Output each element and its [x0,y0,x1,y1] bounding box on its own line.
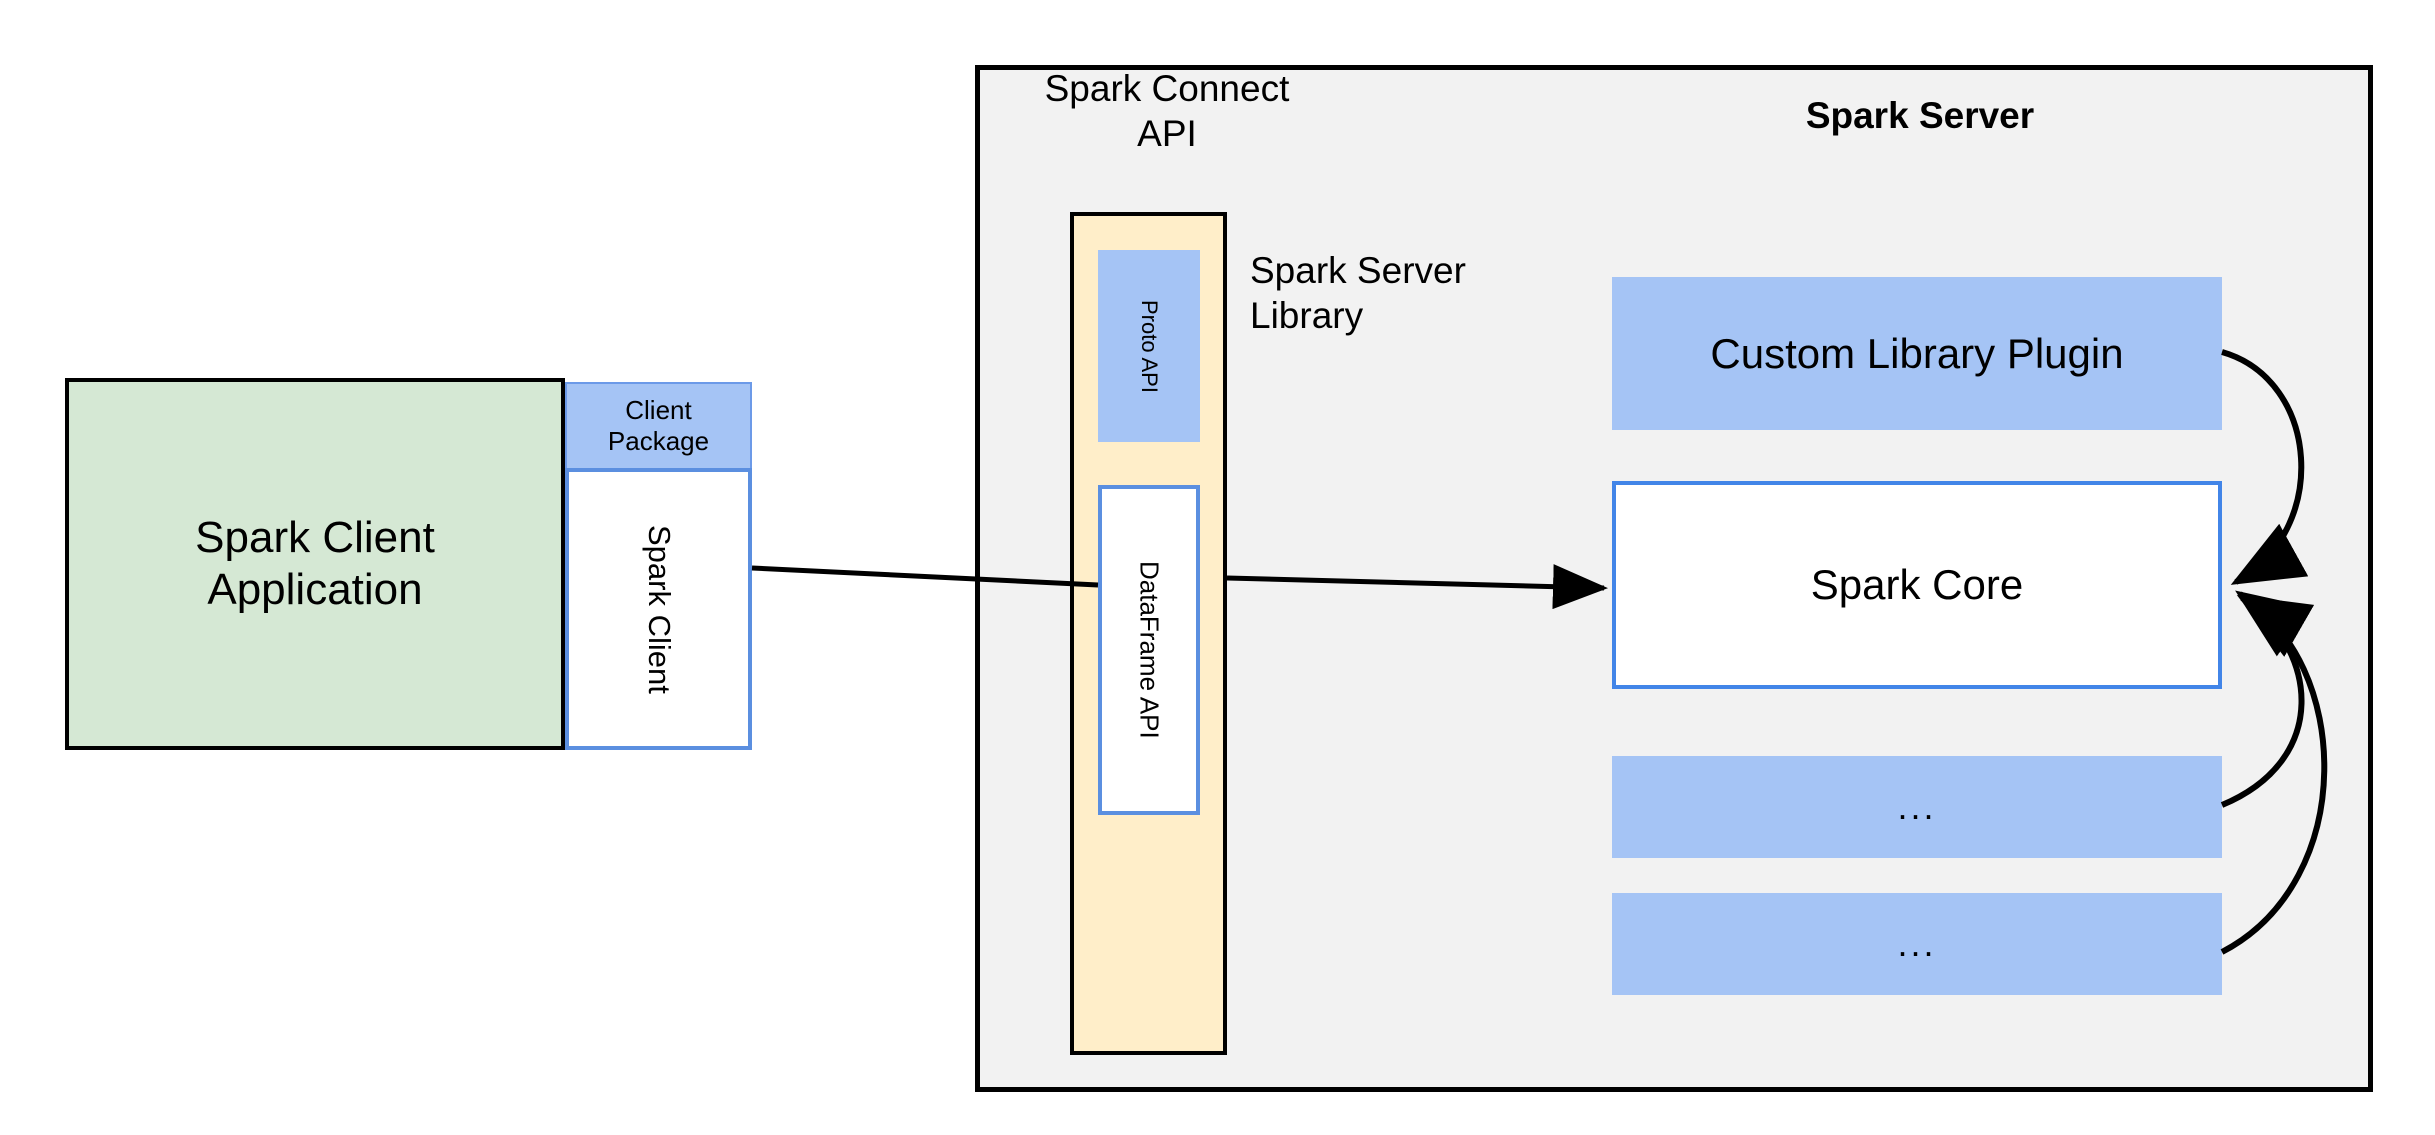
placeholder-component-box-1: ... [1612,756,2222,858]
spark-client-label: Spark Client [641,524,677,694]
spark-client-box: Spark Client [565,468,752,750]
spark-core-box: Spark Core [1612,481,2222,689]
dataframe-api-label: DataFrame API [1134,561,1165,739]
spark-server-library-label: Spark Server Library [1250,250,1466,337]
custom-library-plugin-box: Custom Library Plugin [1612,277,2222,430]
client-package-box: Client Package [565,382,752,470]
proto-api-box: Proto API [1098,250,1200,442]
spark-connect-api-label: Spark Connect API [1044,68,1290,155]
spark-client-application-box: Spark Client Application [65,378,565,750]
proto-api-label: Proto API [1136,299,1162,393]
client-package-label: Client Package [607,395,710,456]
spark-client-application-label: Spark Client Application [195,513,435,614]
spark-core-label: Spark Core [1810,561,2024,609]
custom-library-plugin-label: Custom Library Plugin [1710,329,2124,377]
placeholder-component-box-2: ... [1612,893,2222,995]
dataframe-api-box: DataFrame API [1098,485,1200,815]
placeholder-component-label-1: ... [1897,785,1937,827]
spark-server-title: Spark Server [1805,95,2035,136]
placeholder-component-label-2: ... [1897,922,1937,964]
